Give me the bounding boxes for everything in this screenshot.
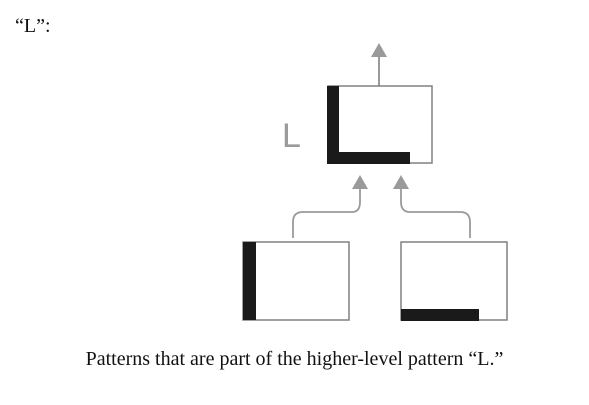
- vertical-stroke-bar: [243, 242, 256, 320]
- l-pattern-vertical-bar: [327, 86, 339, 164]
- l-pattern-node: [327, 85, 433, 164]
- horizontal-stroke-frame: [400, 241, 508, 321]
- horizontal-stroke-bar: [401, 309, 479, 321]
- horizontal-stroke-pattern-node: [400, 241, 508, 321]
- output-arrow: [371, 43, 387, 86]
- vertical-stroke-pattern-node: [242, 241, 350, 321]
- left-connector: [292, 175, 368, 238]
- l-pattern-horizontal-bar: [327, 152, 410, 164]
- figure-caption: Patterns that are part of the higher-lev…: [85, 348, 504, 370]
- l-pattern-frame: [327, 85, 433, 164]
- l-node-label: L: [282, 117, 301, 155]
- right-connector: [393, 175, 471, 238]
- page-heading: “L”:: [15, 15, 51, 37]
- vertical-stroke-frame: [242, 241, 350, 321]
